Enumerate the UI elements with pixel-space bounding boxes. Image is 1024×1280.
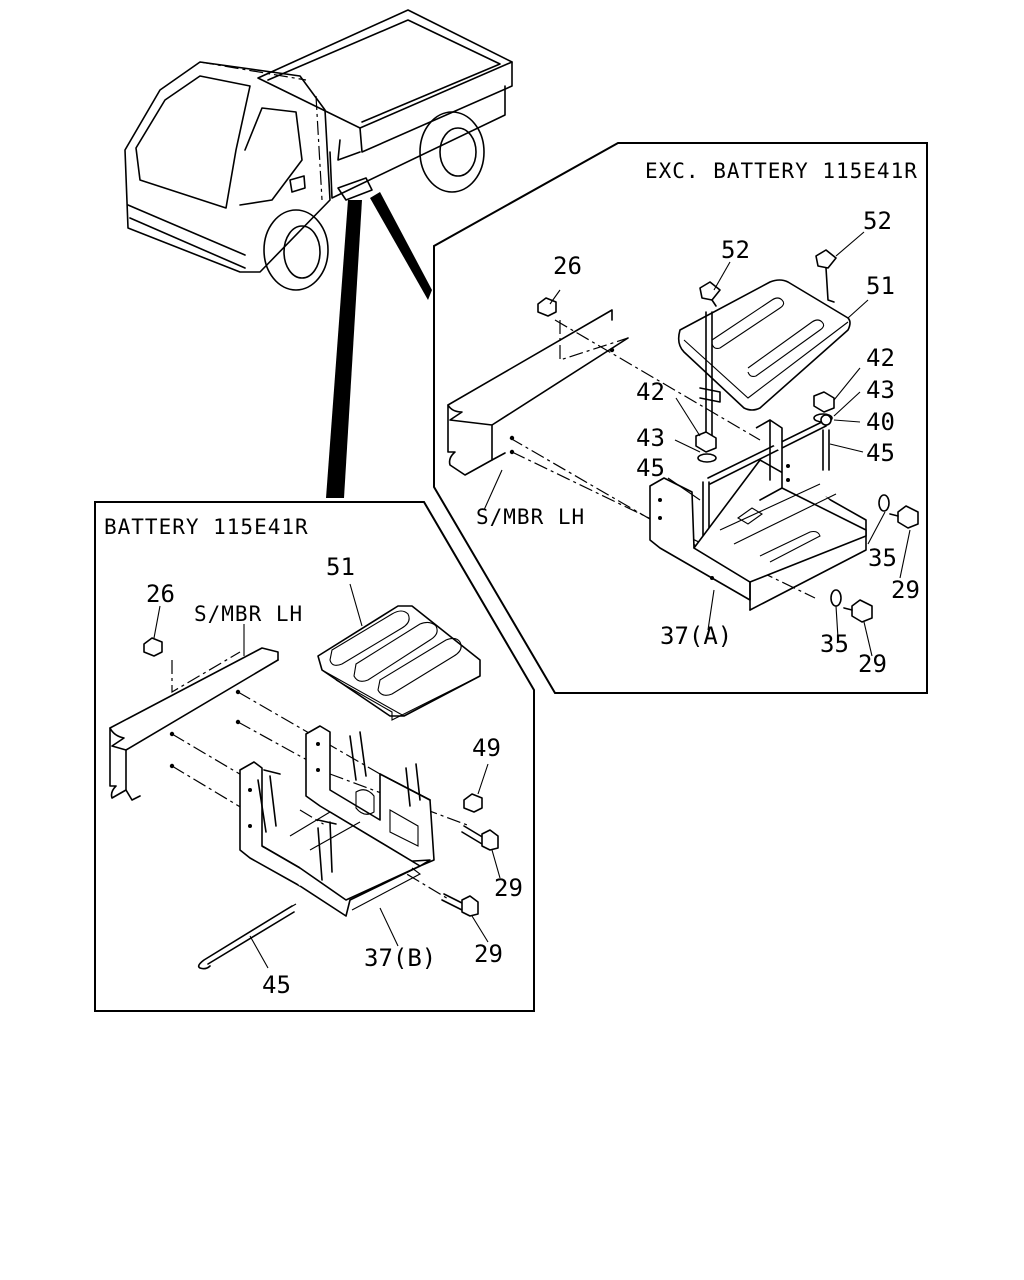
washer-35-lower (830, 589, 842, 607)
label-43-left: 43 (636, 424, 665, 452)
label-51-b: 51 (326, 553, 355, 581)
bolt-29-lower (843, 599, 873, 623)
label-45-b: 45 (262, 971, 291, 999)
battery-cover-51-b (317, 605, 481, 721)
wing-nut-52 (699, 281, 721, 307)
side-member-lh (447, 309, 629, 476)
side-member-lh-b (109, 647, 279, 801)
bolt-29-b-upper (461, 825, 499, 851)
label-smbr-lh-b: S/MBR LH (194, 602, 303, 626)
battery-title: BATTERY 115E41R (104, 515, 309, 539)
nut-42 (813, 391, 835, 413)
hook-bolt-45 (822, 429, 830, 471)
label-40: 40 (866, 408, 895, 436)
nut-26 (537, 297, 557, 317)
battery-tray-37a (649, 419, 867, 611)
washer-43-left (697, 453, 717, 463)
wing-nut-52-right (815, 249, 837, 303)
label-52-right: 52 (863, 207, 892, 235)
label-35-lower: 35 (820, 630, 849, 658)
label-29-b-upper: 29 (494, 874, 523, 902)
hook-bolt-45-b (197, 903, 297, 970)
label-29-lower: 29 (858, 650, 887, 678)
label-37a: 37(A) (660, 622, 732, 650)
label-49: 49 (472, 734, 501, 762)
label-smbr-lh: S/MBR LH (476, 505, 585, 529)
label-29-upper: 29 (891, 576, 920, 604)
label-29-b-lower: 29 (474, 940, 503, 968)
bolt-29 (889, 505, 919, 529)
exc-battery-panel: EXC. BATTERY 115E41R (433, 142, 928, 694)
label-26: 26 (553, 252, 582, 280)
rod-40 (707, 414, 832, 485)
bolt-29-b-lower (441, 893, 479, 917)
nut-49 (463, 793, 483, 813)
label-35-upper: 35 (868, 544, 897, 572)
label-42-left: 42 (636, 378, 665, 406)
label-42-right: 42 (866, 344, 895, 372)
battery-panel: BATTERY 115E41R (94, 501, 535, 1012)
truck-illustration (124, 9, 513, 498)
label-26-b: 26 (146, 580, 175, 608)
washer-35 (878, 494, 890, 512)
battery-cover-51 (677, 279, 851, 411)
battery-tray-37b (239, 725, 435, 917)
label-51: 51 (866, 272, 895, 300)
nut-26-b (143, 637, 163, 657)
exc-battery-title: EXC. BATTERY 115E41R (645, 159, 918, 183)
label-45-right: 45 (866, 439, 895, 467)
label-37b: 37(B) (364, 944, 436, 972)
label-43-right: 43 (866, 376, 895, 404)
label-52: 52 (721, 236, 750, 264)
nut-42-left (695, 431, 717, 453)
label-45-left: 45 (636, 454, 665, 482)
